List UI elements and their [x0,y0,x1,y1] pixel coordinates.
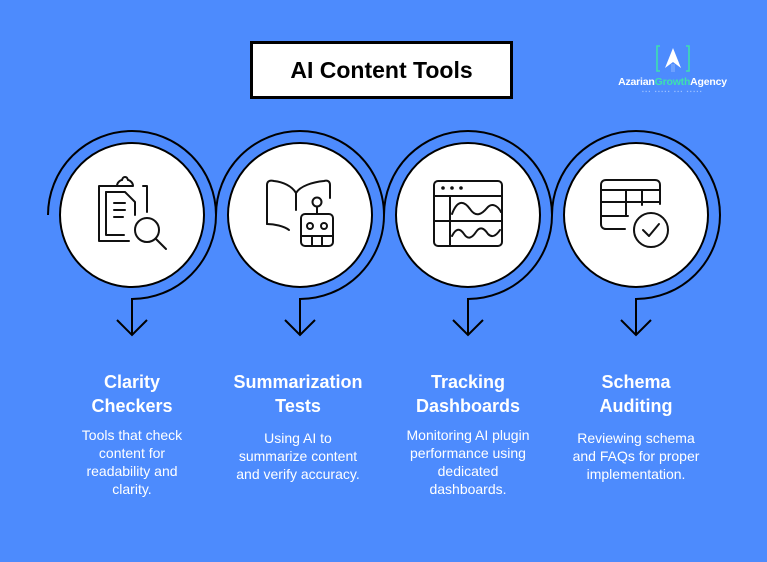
logo-name-part3: Agency [690,76,727,88]
book-robot-icon [266,179,334,247]
table-check-icon [600,179,669,248]
step-4-description: Reviewing schema and FAQs for proper imp… [556,429,716,483]
step-1-title-line2: Checkers [91,396,173,416]
step-1-desc-line: clarity. [112,481,152,497]
logo-a-icon [655,45,690,72]
window-dot-1 [441,186,445,190]
step-4-circle [563,142,709,288]
step-2-title-line1: Summarization [233,372,363,392]
step-3-desc-line: performance using [410,445,526,461]
step-1-desc-line: Tools that check [81,427,183,443]
step-4-desc-line: and FAQs for proper [572,448,700,464]
logo-name-part2: Growth [654,76,691,88]
step-4-text: Schema Auditing Reviewing schema and FAQ… [556,370,716,483]
step-1-title: Clarity Checkers [52,370,212,418]
logo-tagline: ▪▪▪ ▪▪▪▪▪ ▪▪▪ ▪▪▪▪▪ [641,89,704,95]
title-box: AI Content Tools [250,41,513,99]
logo-name-part1: Azarian [618,76,655,88]
step-2-desc-line: Using AI to [264,430,332,446]
step-4-title: Schema Auditing [556,370,716,418]
step-4-desc-line: implementation. [586,466,686,482]
step-2-arc-arrow [215,130,385,335]
step-2-description: Using AI to summarize content and verify… [218,429,378,483]
step-4-arrowhead [620,319,652,337]
step-2-desc-line: summarize content [238,448,358,464]
window-dot-3 [459,186,463,190]
step-4-arc-arrow [551,130,721,335]
step-1-desc-line: content for [98,445,166,461]
step-2-graphic [215,130,385,337]
step-3-arc-arrow [383,130,553,335]
step-3-arrowhead [452,319,484,337]
step-2-desc-line: and verify accuracy. [236,466,360,482]
step-3-desc-line: dedicated [437,463,499,479]
step-3-graphic [383,130,553,337]
step-4-title-line1: Schema [601,372,671,392]
step-4-graphic [551,130,721,337]
step-3-title-line1: Tracking [430,372,506,392]
step-3-description: Monitoring AI plugin performance using d… [388,426,548,498]
window-dot-2 [450,186,454,190]
step-3-title-line2: Dashboards [415,396,521,416]
step-1-text: Clarity Checkers Tools that check conten… [52,370,212,498]
dashboard-chart-icon [433,180,503,247]
step-2-title: Summarization Tests [218,370,378,418]
step-3-desc-line: dashboards. [429,481,507,497]
step-2-text: Summarization Tests Using AI to summariz… [218,370,378,483]
step-1-arrowhead [116,319,148,337]
step-3-title: Tracking Dashboards [388,370,548,418]
step-3-circle [395,142,541,288]
step-1-description: Tools that check content for readability… [52,426,212,498]
step-2-title-line2: Tests [275,396,321,416]
page-title: AI Content Tools [290,56,473,83]
step-1-arc-arrow [47,130,217,335]
step-4-desc-line: Reviewing schema [577,430,695,446]
step-3-text: Tracking Dashboards Monitoring AI plugin… [388,370,548,498]
step-1-circle [59,142,205,288]
logo-wordmark: AzarianGrowthAgency [605,76,740,88]
step-1-desc-line: readability and [86,463,178,479]
step-3-desc-line: Monitoring AI plugin [406,427,530,443]
step-1-graphic [47,130,217,337]
step-1-title-line1: Clarity [103,372,161,392]
brand-logo: AzarianGrowthAgency ▪▪▪ ▪▪▪▪▪ ▪▪▪ ▪▪▪▪▪ [605,44,740,106]
step-4-title-line2: Auditing [599,396,673,416]
step-2-circle [227,142,373,288]
step-2-arrowhead [284,319,316,337]
clipboard-search-icon [98,176,167,250]
